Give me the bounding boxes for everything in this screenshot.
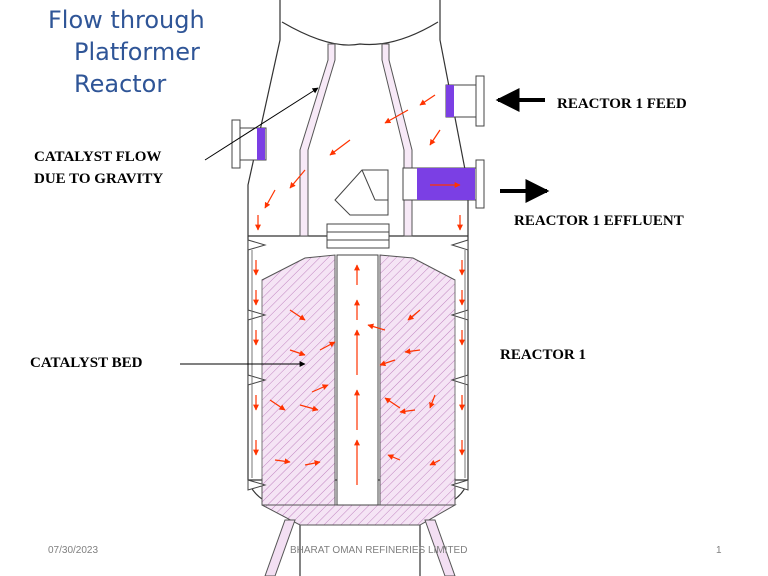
- label-catalyst-bed: CATALYST BED: [30, 355, 143, 371]
- footer-company: BHARAT OMAN REFINERIES LIMITED: [290, 545, 468, 556]
- effluent-nozzle: [402, 159, 485, 209]
- label-catalyst-flow-2: DUE TO GRAVITY: [34, 171, 164, 187]
- slide-title: Flow through Platformer Reactor: [48, 4, 205, 100]
- label-reactor: REACTOR 1: [500, 347, 586, 363]
- footer-date: 07/30/2023: [48, 545, 99, 556]
- label-reactor-effluent: REACTOR 1 EFFLUENT: [514, 213, 684, 229]
- title-line-2: Platformer: [74, 38, 200, 66]
- feed-nozzle: [445, 75, 485, 127]
- flow-arrows: [253, 94, 465, 485]
- leader-lines: [180, 87, 319, 367]
- footer-page-number: 1: [716, 545, 722, 556]
- label-reactor-feed: REACTOR 1 FEED: [557, 96, 687, 112]
- title-line-3: Reactor: [74, 70, 167, 98]
- bottom-outlets: [264, 519, 456, 576]
- label-catalyst-flow-1: CATALYST FLOW: [34, 149, 162, 165]
- catalyst-bed: [261, 254, 457, 526]
- left-nozzle: [231, 119, 267, 169]
- title-line-1: Flow through: [48, 6, 205, 34]
- black-arrows: [495, 88, 550, 203]
